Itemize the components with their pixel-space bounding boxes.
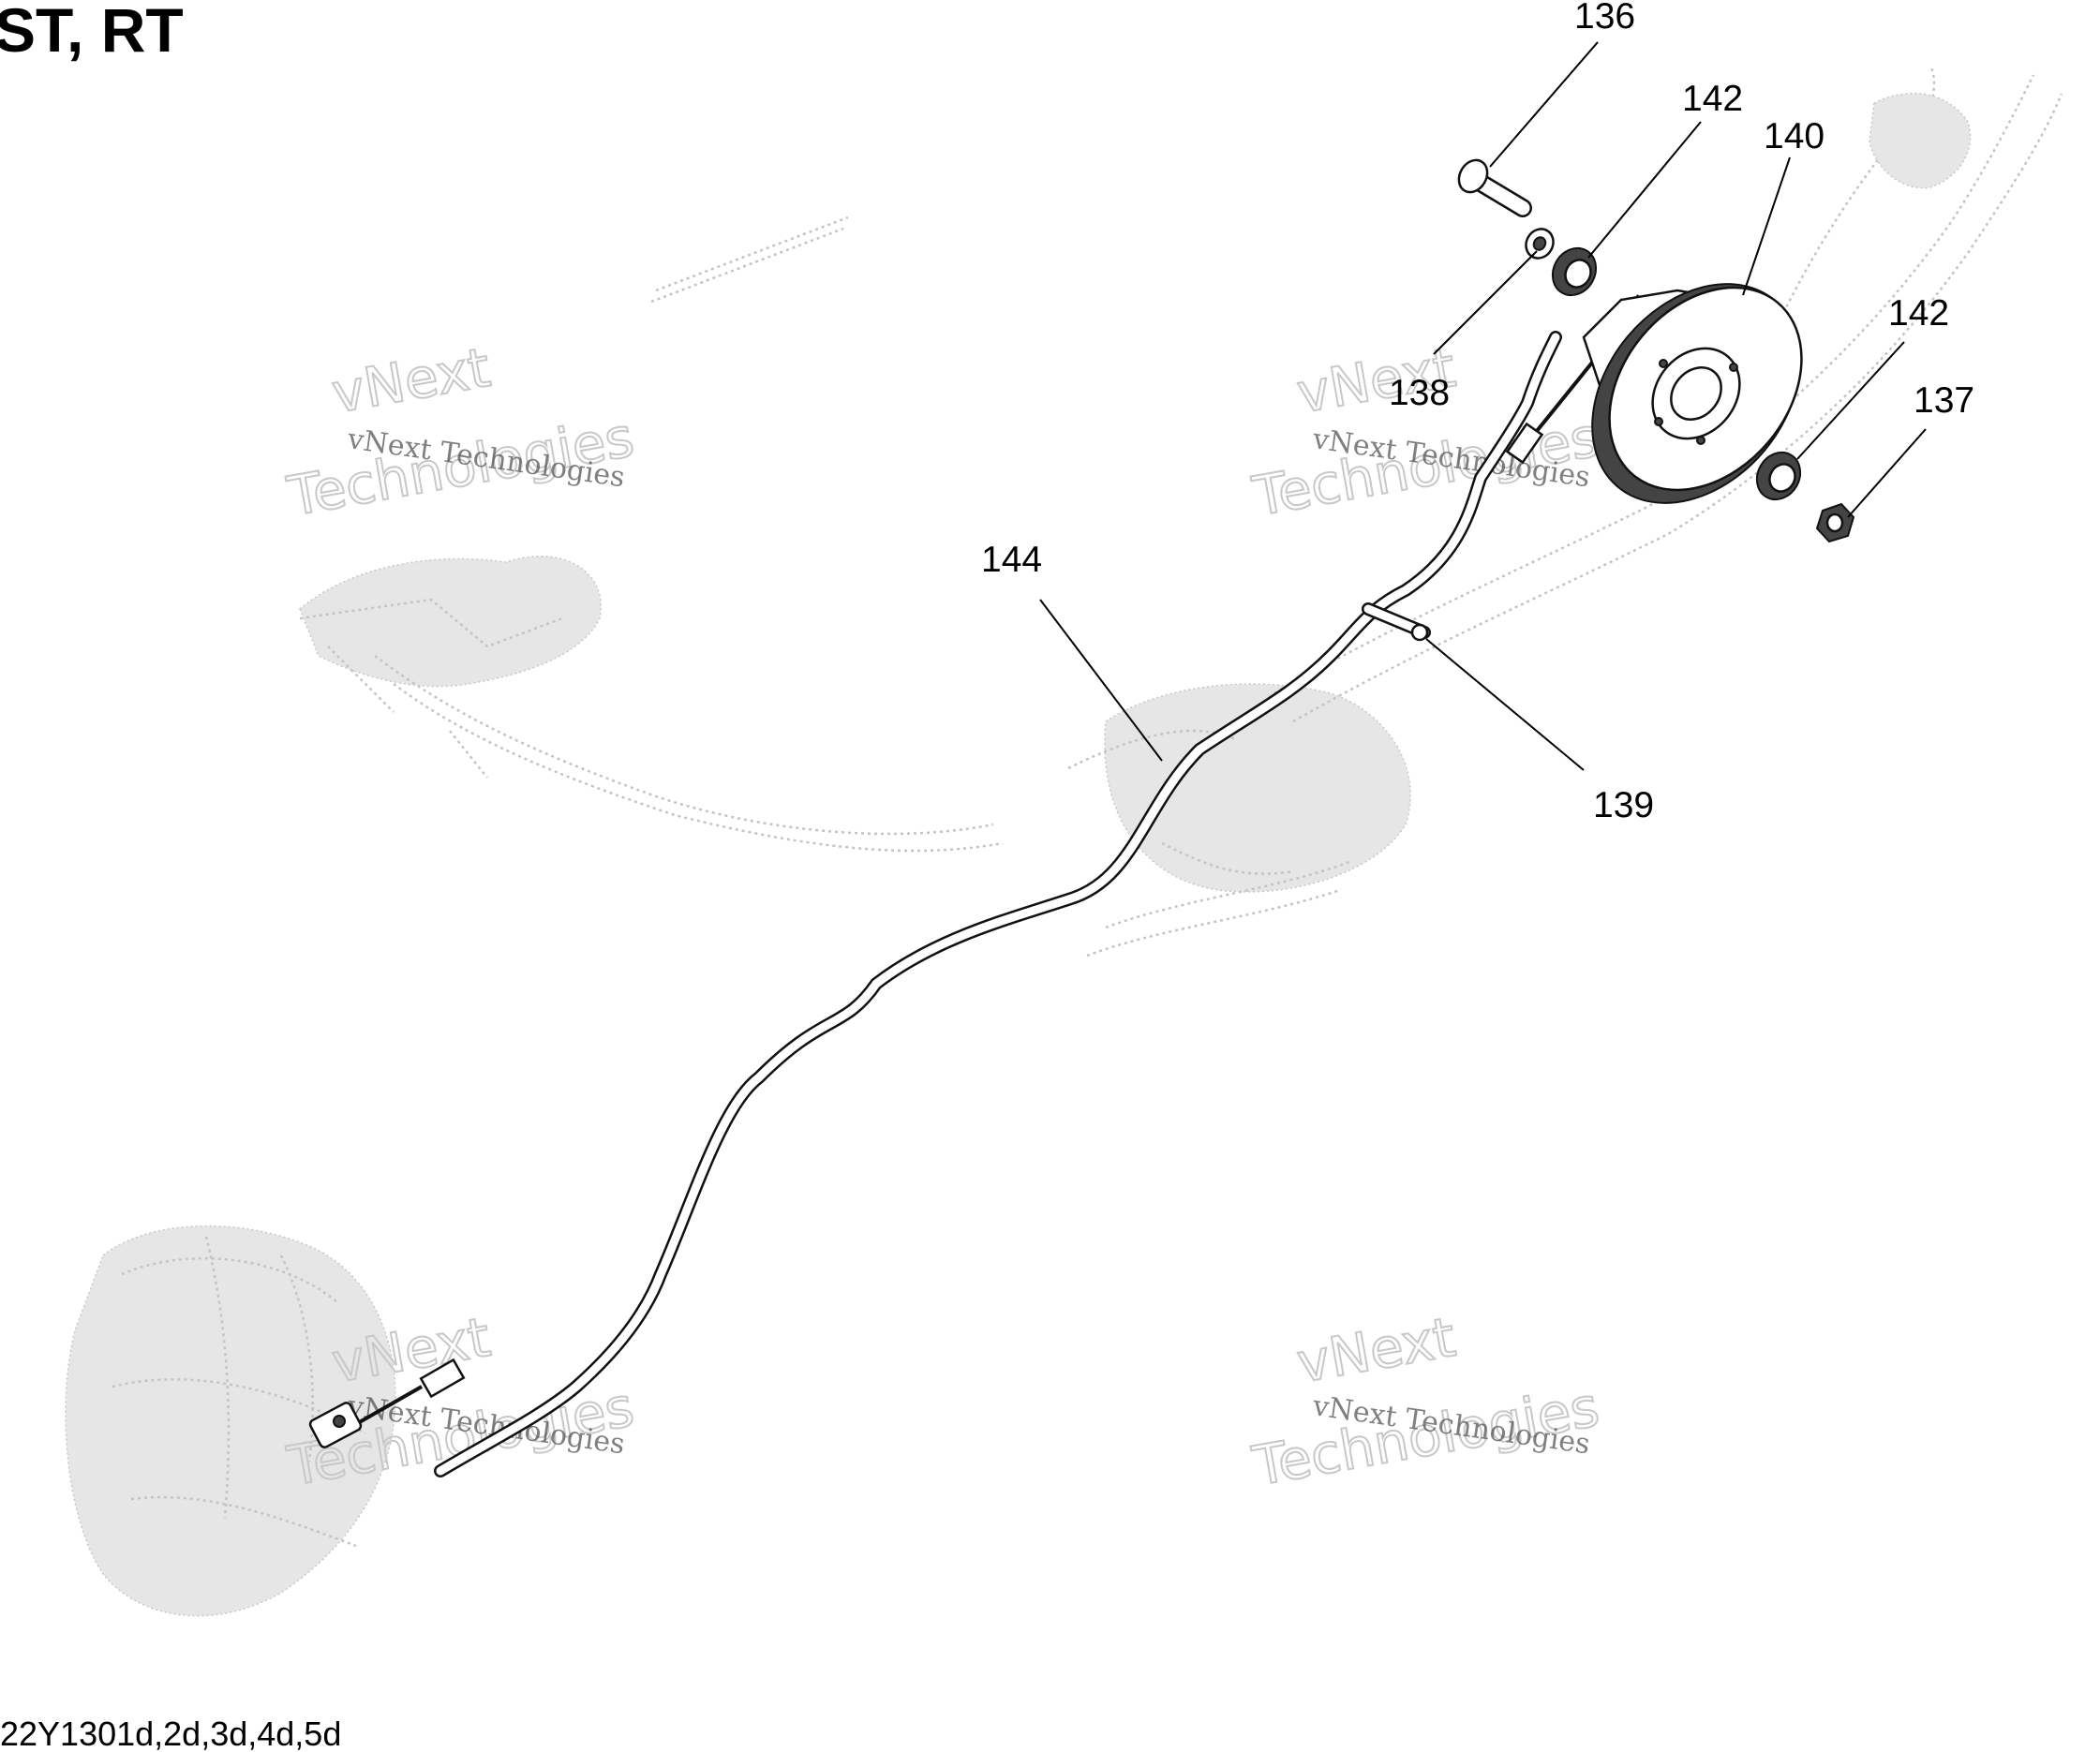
- brake-cable: [308, 294, 1650, 1477]
- leader-139: [1425, 638, 1585, 771]
- callout-142-lower: 142: [1888, 293, 1949, 334]
- drawing-code: 22Y1301d,2d,3d,4d,5d: [0, 1715, 341, 1752]
- ghost-lower-left-detail-2: [204, 1236, 314, 1519]
- leader-142-upper: [1587, 121, 1702, 259]
- leader-137: [1847, 428, 1927, 518]
- cable-outline: [434, 331, 1562, 1477]
- watermark-line1: vNext: [1292, 1305, 1460, 1395]
- diagram-title: ST, RT: [0, 0, 184, 65]
- washer-hole: [1532, 236, 1547, 251]
- ghost-lower-left-assembly: [65, 1225, 396, 1617]
- cable-ferrule-bottom: [419, 1358, 466, 1399]
- callout-136: 136: [1574, 0, 1635, 37]
- callout-139: 139: [1593, 785, 1654, 825]
- ghost-bar: [650, 215, 849, 304]
- cable-end-hole: [333, 1415, 346, 1428]
- cable-inner-wire-bottom: [355, 1385, 423, 1426]
- watermark-top-left: vNext Technologies: [282, 334, 640, 529]
- bolt: [1457, 158, 1532, 217]
- bearing-lower-inner: [1768, 463, 1796, 493]
- leader-138: [1433, 250, 1538, 355]
- callout-137: 137: [1914, 380, 1974, 421]
- nut-hole: [1825, 512, 1844, 533]
- ghost-center-assembly: [1104, 683, 1411, 893]
- ghost-lower-left-detail: [112, 1256, 366, 1548]
- cable-clip: [1362, 602, 1431, 642]
- ghost-center-arm: [1086, 860, 1350, 958]
- disc-bolt-hole: [1696, 436, 1705, 445]
- ghost-left-assembly: [299, 555, 602, 688]
- ghost-left-arm: [374, 654, 1004, 853]
- leader-144: [1039, 599, 1163, 762]
- leader-136: [1489, 41, 1599, 168]
- disc-bolt-hole: [1654, 417, 1663, 426]
- watermark-line1: vNext: [327, 335, 495, 425]
- disc-center-hole: [1670, 366, 1722, 421]
- ghost-upper-right-part: [1869, 92, 1972, 189]
- ghost-left-detail: [299, 598, 563, 779]
- callout-144: 144: [981, 540, 1042, 580]
- leader-140: [1742, 156, 1791, 296]
- callout-labels: 136 142 140 142 137 138 144 139: [981, 0, 1974, 825]
- cable-fill: [436, 333, 1560, 1476]
- leader-142-lower: [1796, 341, 1905, 460]
- callout-142-upper: 142: [1682, 79, 1743, 119]
- brake-disc-assembly: [1582, 283, 1803, 504]
- watermark-bottom-right: vNext Technologies: [1247, 1304, 1605, 1499]
- callout-138: 138: [1389, 373, 1450, 413]
- disc-bolt-hole: [1729, 363, 1738, 372]
- ghost-center-detail: [1067, 729, 1294, 875]
- callout-140: 140: [1764, 116, 1824, 156]
- leader-lines: [1039, 41, 1927, 771]
- bearing-upper-inner: [1564, 259, 1592, 289]
- cable-ferrule-top: [1505, 422, 1544, 465]
- disc-bolt-hole: [1659, 359, 1668, 368]
- ghost-background-parts: [65, 65, 2063, 1617]
